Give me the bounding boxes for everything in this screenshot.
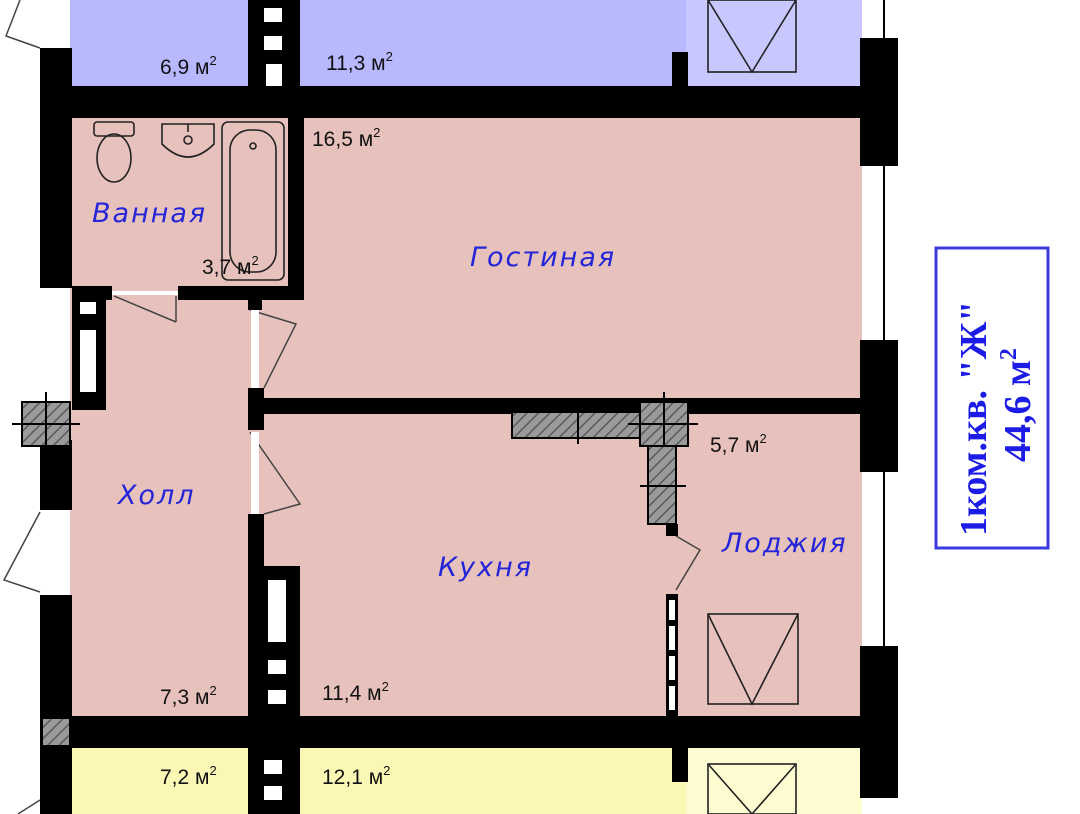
apartment-title: 1ком.кв. "Ж"	[953, 301, 995, 536]
apartment-zone	[70, 118, 862, 718]
column-bottom-left	[41, 717, 71, 747]
loggia-glazing-tick-1	[666, 620, 678, 626]
wall-bottom-loggia-divider	[672, 746, 688, 782]
window-icon-kitchen-loggia	[707, 613, 799, 706]
toilet-icon	[93, 121, 135, 183]
hall-name: Холл	[116, 480, 196, 511]
wall-neighbor-bottom-vent-1	[264, 760, 282, 774]
wall-right-top	[860, 38, 898, 166]
wall-kitchen-pier-vent-2	[268, 660, 286, 674]
apartment-total-area: 44,6 м2	[996, 348, 1039, 462]
door-icon	[2, 0, 702, 814]
neighbor-bottom-left-area: 7,2 м2	[160, 763, 217, 789]
wall-left-bottom	[40, 595, 72, 814]
loggia-strip-top	[686, 0, 862, 88]
wall-left-pier-gap-2	[80, 330, 96, 392]
wall-living-kitchen	[262, 398, 862, 414]
loggia-name: Лоджия	[721, 528, 848, 559]
wall-neighbor-bottom-vent-2	[264, 786, 282, 800]
neighbor-top-left-area: 6,9 м2	[160, 53, 217, 79]
apartment-title-rotated: 1ком.кв. "Ж"	[953, 301, 995, 536]
wall-neighbor-top-vent-3	[266, 64, 282, 86]
sink-icon	[161, 123, 215, 158]
wall-neighbor-top-vent-1	[264, 8, 282, 22]
wall-loggia-partition-top	[666, 524, 678, 536]
neighbor-top-right-area: 11,3 м2	[326, 49, 393, 75]
apartment-area-rotated: 44,6 м2	[996, 348, 1039, 462]
wall-bathroom-bottom-right	[178, 286, 304, 300]
loggia-strip-bottom	[686, 746, 862, 814]
bathroom-name: Ванная	[92, 198, 207, 229]
wall-right-mid	[860, 340, 898, 472]
kitchen-area: 11,4 м2	[322, 679, 389, 705]
bathroom-area: 3,7 м2	[202, 253, 259, 279]
window-icon	[707, 0, 797, 74]
wall-left-pier-gap	[80, 302, 96, 314]
wall-hall-kitchen-lower	[248, 514, 264, 716]
bathtub-icon	[221, 121, 285, 281]
loggia-glazing-tick-2	[666, 650, 678, 656]
wall-right-bottom	[860, 646, 898, 798]
wall-kitchen-pier-vent-3	[268, 690, 286, 704]
wall-bathroom-right	[288, 118, 304, 300]
loggia-glazing-tick-3	[666, 680, 678, 686]
living-area: 16,5 м2	[312, 125, 380, 151]
wall-neighbor-top-vent-2	[264, 36, 282, 50]
wall-bathroom-bottom-left	[72, 286, 112, 300]
wall-top-slab	[42, 86, 862, 118]
wall-top-loggia-divider	[672, 52, 688, 88]
wall-hall-upper	[248, 296, 262, 310]
living-name: Гостиная	[470, 242, 616, 273]
wall-kitchen-pier-vent-1	[268, 580, 286, 642]
apartment-title-box	[934, 246, 1050, 550]
neighbor-bottom-right-area: 12,1 м2	[322, 763, 390, 789]
wall-neighbor-bottom-divider	[248, 746, 300, 814]
kitchen-name: Кухня	[438, 552, 533, 583]
wall-left-top	[40, 48, 72, 288]
wall-left-mid	[40, 440, 72, 510]
window-icon-bottom	[707, 763, 797, 814]
wall-bottom-slab	[42, 716, 862, 748]
loggia-area: 5,7 м2	[710, 431, 767, 457]
hall-area: 7,3 м2	[160, 683, 217, 709]
wall-hall-living-stub	[248, 388, 264, 430]
